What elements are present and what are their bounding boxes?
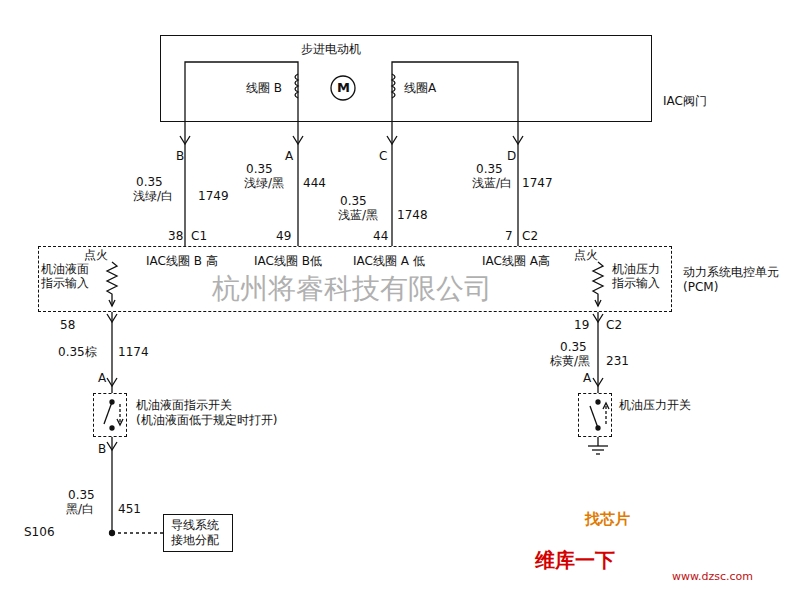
label: M [337,80,350,96]
label: C [379,149,387,163]
resistor-symbol [593,262,603,306]
label: B [176,149,184,163]
label: 0.35 [136,175,163,189]
label: 线圈 B [246,81,282,95]
label: A [98,371,106,385]
label: 棕黄/黑 [550,354,590,368]
label: 231 [606,354,629,368]
label: D [507,149,516,163]
label: 0.35 [560,340,587,354]
label: 49 [276,229,291,243]
switch-box: 机油压力开关 [578,393,612,437]
label: IAC线圈 B 高 [146,254,218,268]
wire [597,312,598,393]
label: 0.35 [246,162,273,176]
label: A [583,371,591,385]
node-label: 动力系统电控单元(PCM) [683,265,791,295]
label: 点火 [84,248,108,262]
coil-b-wire [185,62,298,122]
label: 机油压力指示输入 [612,262,664,291]
label: C1 [191,229,207,243]
label: 1749 [198,189,229,203]
label: 1748 [397,208,428,222]
resistor-symbol [107,262,117,306]
label: B [98,442,106,456]
switch-box: 机油液面指示开关 (机油液面低于规定时打开) [93,393,127,437]
label: 38 [168,229,183,243]
wire [517,122,518,246]
label: C2 [522,229,538,243]
connector-symbol [107,136,603,450]
label: 机油液面指示输入 [41,262,93,291]
component-box: 导线系统 接地分配 [163,514,233,552]
label: S106 [24,525,55,539]
node-label: 导线系统 接地分配 [171,518,225,548]
ground-symbol [588,437,608,454]
label: 451 [118,502,141,516]
coil-a-symbol [392,74,395,98]
label: 浅绿/白 [133,189,173,203]
wire [110,437,164,536]
label: 黑/白 [66,502,94,516]
label: 0.35 [68,488,95,502]
component-box: 步进电动机IAC阀门 [160,35,652,122]
label: 7 [505,229,513,243]
wire [391,122,392,246]
label: www.dzsc.com [672,570,753,583]
motor-symbol [331,76,355,100]
label: 0.35 [340,194,367,208]
label: 浅绿/黑 [244,176,284,190]
wire [184,122,185,246]
label: 0.35 [476,162,503,176]
node-label: 机油液面指示开关 (机油液面低于规定时打开) [136,398,296,428]
arrow-head [595,300,601,306]
label: 444 [303,176,326,190]
node-heading: IAC阀门 [663,94,707,109]
label: 58 [60,318,75,332]
label: IAC线圈 B低 [254,254,322,268]
node-label: 步进电动机 [301,42,361,57]
label: 线圈A [404,81,436,95]
arrow-head [109,300,115,306]
label: 1747 [522,176,553,190]
label: 0.35棕 [58,345,97,359]
label: 找芯片 [585,510,630,528]
label: 浅蓝/黑 [338,208,378,222]
label: C2 [606,318,622,332]
label: 19 [574,318,589,332]
coil-a-wire [392,62,518,122]
label: 44 [373,229,388,243]
coil-b-symbol [295,74,298,98]
node-label: 机油压力开关 [619,398,669,413]
label: 点火 [574,248,598,262]
label: 维库一下 [535,548,615,572]
label: 浅蓝/白 [472,176,512,190]
watermark: 杭州将睿科技有限公司 [212,272,492,306]
wire [111,312,112,393]
label: 1174 [118,345,149,359]
label: IAC线圈 A高 [482,254,550,268]
label: A [285,149,293,163]
wire [297,122,298,246]
label: IAC线圈 A 低 [353,254,425,268]
